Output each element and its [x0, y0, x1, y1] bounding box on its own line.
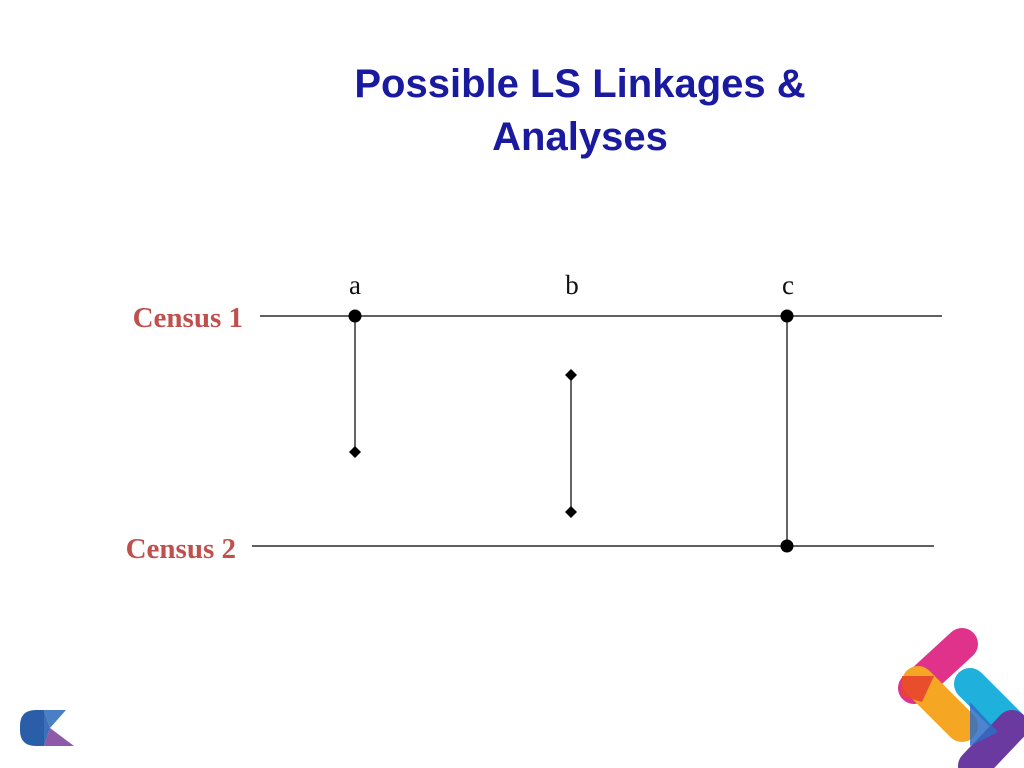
linkage-c-end-dot [780, 539, 794, 553]
slide-title: Possible LS Linkages & Analyses [260, 58, 900, 164]
point-label-a: a [349, 270, 361, 300]
linkage-a-start-dot [348, 309, 362, 323]
brand-logo-left [20, 710, 74, 746]
brand-logo-right [898, 628, 1024, 768]
title-line-1: Possible LS Linkages & [354, 62, 806, 106]
census-2-label: Census 2 [126, 533, 236, 565]
point-label-c: c [782, 270, 794, 300]
linkage-c-start-dot [780, 309, 794, 323]
point-label-b: b [565, 270, 579, 300]
linkage-b-start-diamond [565, 369, 577, 381]
linkage-a-end-diamond [349, 446, 361, 458]
census-1-label: Census 1 [133, 302, 243, 334]
linkage-b-end-diamond [565, 506, 577, 518]
title-line-2: Analyses [492, 115, 668, 159]
